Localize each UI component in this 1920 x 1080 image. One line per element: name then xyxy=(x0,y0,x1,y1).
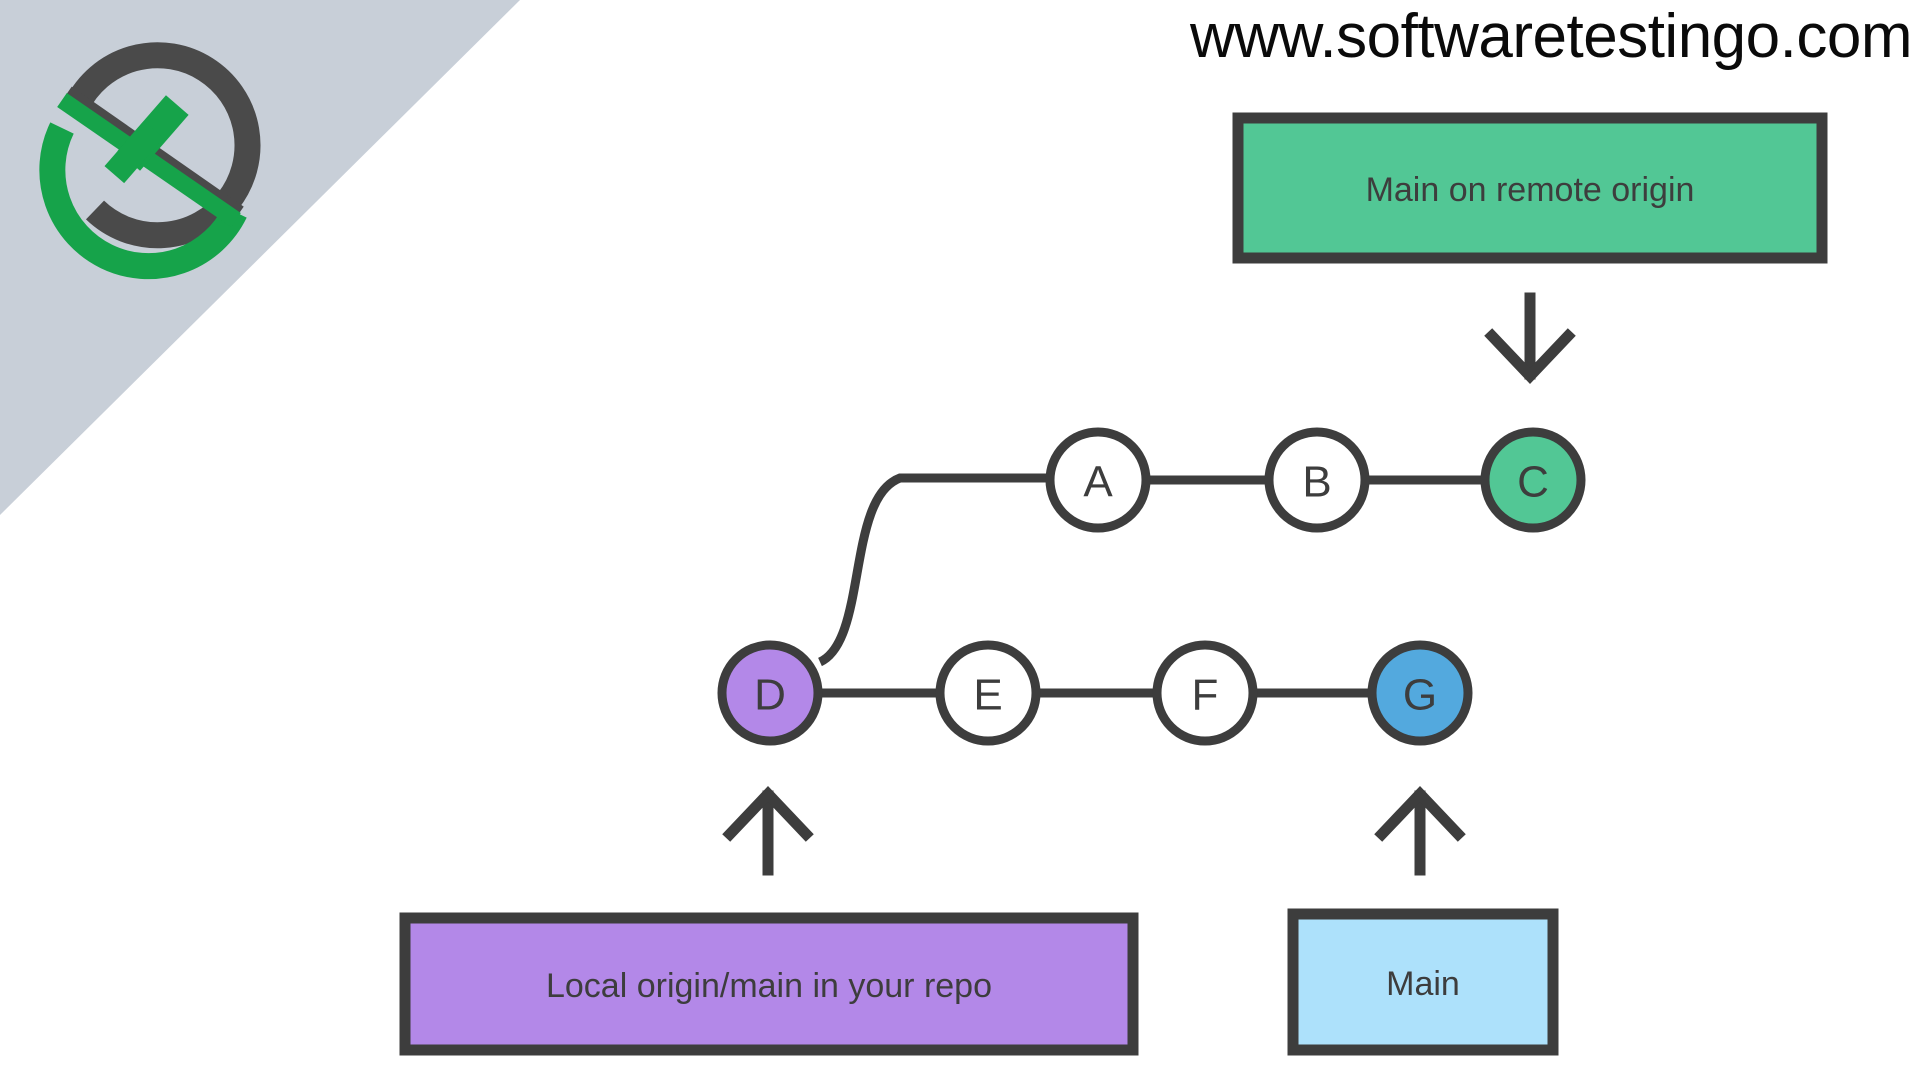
arrow-up-icon-local-to-d xyxy=(722,786,814,876)
commit-circle-F[interactable] xyxy=(1152,640,1258,746)
box-main-branch-rect[interactable] xyxy=(1287,908,1559,1056)
commit-label-A: A xyxy=(1083,458,1113,507)
arrow-down-icon-remote-to-c xyxy=(1484,292,1576,384)
corner-banner xyxy=(0,0,520,515)
arrow-up-icon-main-to-g xyxy=(1374,786,1466,876)
box-main-branch-label: Main xyxy=(1386,965,1460,1003)
pointer-arrows xyxy=(722,292,1576,876)
site-url-watermark: www.softwaretestingo.com xyxy=(1190,2,1912,71)
commit-node-E[interactable]: E xyxy=(935,640,1041,746)
commit-label-E: E xyxy=(973,671,1002,720)
commit-circle-B[interactable] xyxy=(1264,427,1370,533)
edge-D-A xyxy=(817,473,1048,667)
commit-label-C: C xyxy=(1517,458,1549,507)
box-remote-main-label: Main on remote origin xyxy=(1366,171,1695,209)
commit-circle-A[interactable] xyxy=(1045,427,1151,533)
commit-node-F[interactable]: F xyxy=(1152,640,1258,746)
box-local-main-rect[interactable] xyxy=(399,912,1139,1056)
logo-green-handle xyxy=(104,120,164,184)
commit-circle-E[interactable] xyxy=(935,640,1041,746)
commit-label-G: G xyxy=(1403,671,1437,720)
box-local-main-label: Local origin/main in your repo xyxy=(546,967,992,1005)
box-local-main[interactable]: Local origin/main in your repo xyxy=(399,912,1139,1056)
logo-dark-arc xyxy=(65,42,261,249)
commit-node-A[interactable]: A xyxy=(1045,427,1151,533)
commit-node-C[interactable]: C xyxy=(1480,427,1586,533)
commit-node-D[interactable]: D xyxy=(717,640,823,746)
logo-green-arc xyxy=(39,122,247,280)
commit-circle-G[interactable] xyxy=(1367,640,1473,746)
commit-circle-C[interactable] xyxy=(1480,427,1586,533)
commit-node-G[interactable]: G xyxy=(1367,640,1473,746)
commit-node-B[interactable]: B xyxy=(1264,427,1370,533)
commit-circle-D[interactable] xyxy=(717,640,823,746)
box-remote-main-rect[interactable] xyxy=(1232,112,1828,264)
commit-label-B: B xyxy=(1302,458,1331,507)
commit-edges xyxy=(817,473,1483,698)
box-main-branch[interactable]: Main xyxy=(1287,908,1559,1056)
commit-label-D: D xyxy=(754,671,786,720)
commit-label-F: F xyxy=(1192,671,1219,720)
softwaretestingo-logo xyxy=(39,42,261,280)
box-remote-main[interactable]: Main on remote origin xyxy=(1232,112,1828,264)
